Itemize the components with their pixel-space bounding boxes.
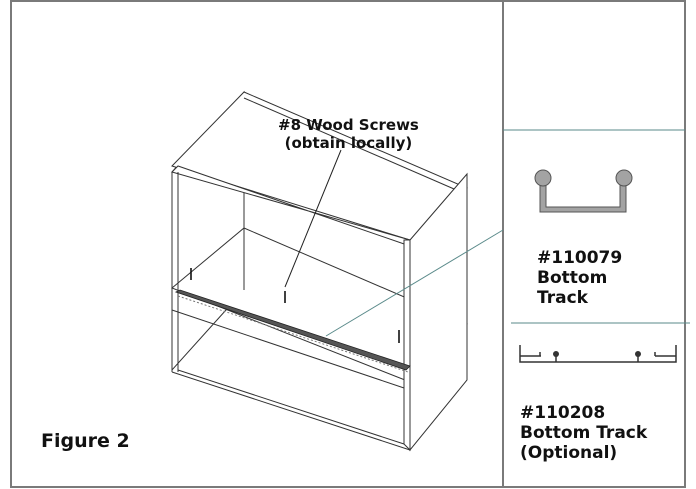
bottom-track-profile-icon bbox=[534, 169, 633, 213]
installed-bottom-track bbox=[174, 289, 411, 373]
screws-leader bbox=[284, 149, 342, 288]
figure-caption: Figure 2 bbox=[41, 430, 130, 452]
screw-marks bbox=[190, 268, 400, 343]
part-label-110079: #110079 Bottom Track bbox=[537, 248, 623, 308]
optional-bottom-track-profile-icon bbox=[519, 345, 677, 363]
cabinet-drawing bbox=[171, 90, 468, 452]
outer-border bbox=[10, 0, 686, 488]
optional-track-knobs bbox=[553, 351, 641, 357]
track-leader bbox=[325, 229, 504, 337]
part-label-110208: #110208 Bottom Track (Optional) bbox=[520, 403, 648, 463]
screws-callout-label: #8 Wood Screws (obtain locally) bbox=[278, 116, 419, 152]
